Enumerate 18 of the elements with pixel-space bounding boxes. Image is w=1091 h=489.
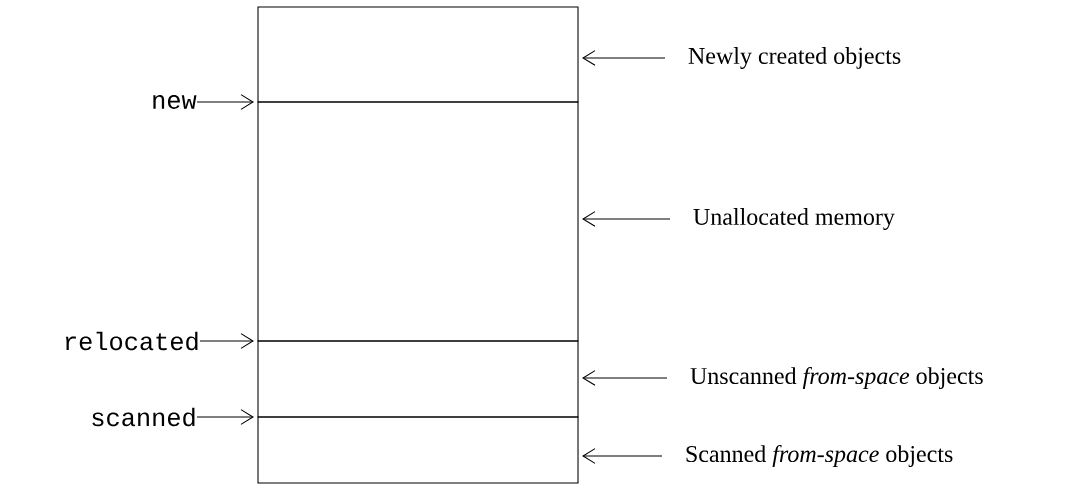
memory-region [257, 6, 579, 103]
memory-region [257, 101, 579, 342]
arrow [196, 94, 254, 110]
arrow [582, 211, 671, 227]
arrow [582, 50, 666, 66]
region-label: Unscanned from-space objects [690, 367, 983, 389]
pointer-label: relocated [65, 331, 198, 351]
pointer-label: scanned [92, 407, 195, 427]
pointer-label: new [153, 95, 197, 109]
region-label: Scanned from-space objects [686, 445, 953, 467]
arrow [582, 370, 668, 386]
arrow [196, 409, 254, 425]
memory-region [257, 416, 579, 484]
memory-region [257, 340, 579, 418]
arrow [199, 333, 254, 349]
region-label: Unallocated memory [693, 208, 895, 230]
region-label: Newly created objects [688, 47, 901, 69]
arrow [582, 448, 663, 464]
